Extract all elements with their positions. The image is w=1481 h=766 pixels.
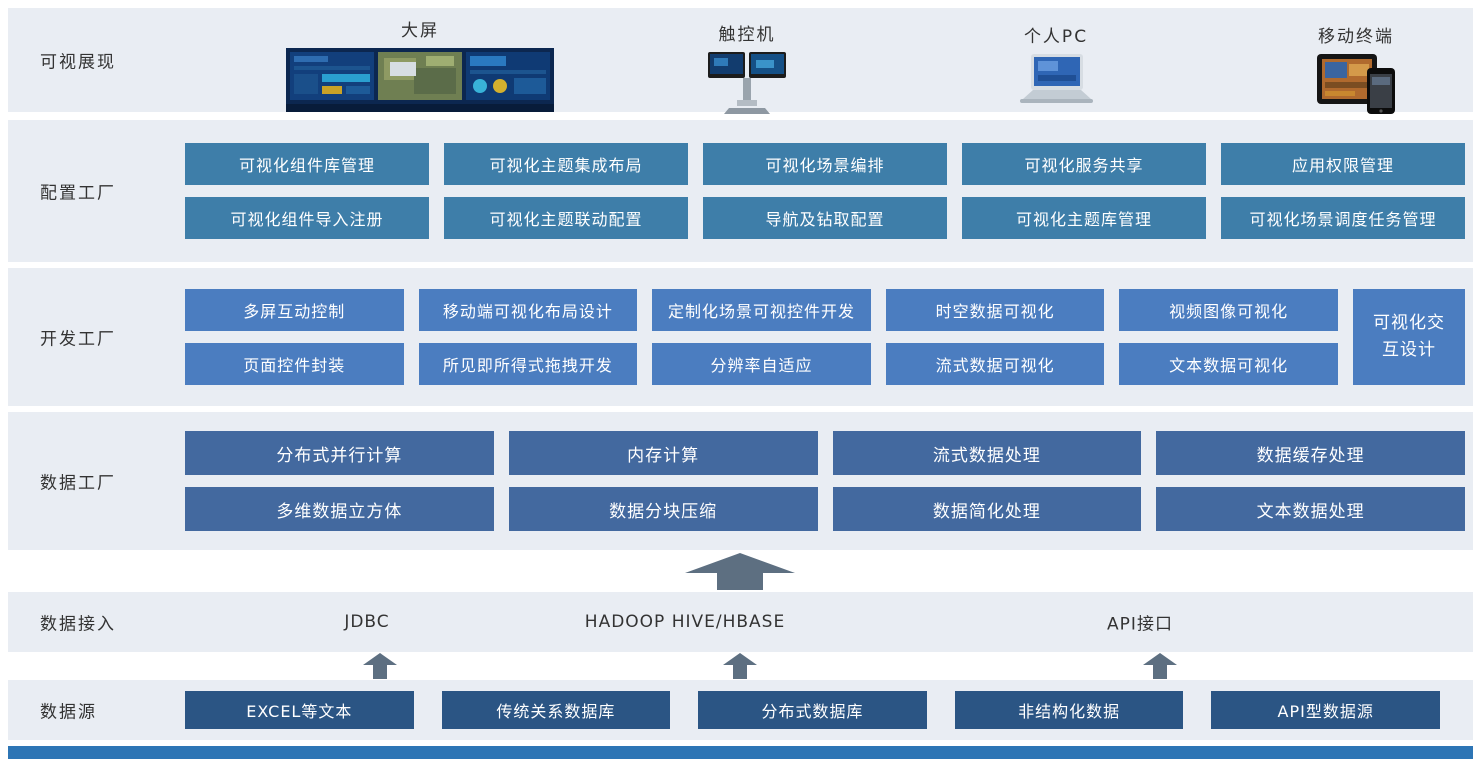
device-touch-kiosk: 触控机 (708, 20, 786, 114)
dev-block: 视频图像可视化 (1119, 289, 1338, 331)
config-block: 可视化主题集成布局 (444, 143, 688, 185)
dev-block: 移动端可视化布局设计 (418, 289, 638, 331)
config-block: 导航及钻取配置 (703, 197, 947, 239)
data-block: 数据分块压缩 (508, 487, 818, 531)
config-rows: 可视化组件库管理可视化主题集成布局可视化场景编排可视化服务共享应用权限管理 可视… (185, 120, 1465, 262)
source-block: 非结构化数据 (954, 691, 1184, 729)
laptop-icon (1020, 54, 1093, 103)
dev-block: 多屏互动控制 (185, 289, 404, 331)
small-arrow-zone (0, 652, 1481, 680)
dev-left-rows: 多屏互动控制移动端可视化布局设计定制化场景可视控件开发时空数据可视化视频图像可视… (185, 289, 1338, 385)
data-source-label: 数据源 (40, 702, 97, 723)
architecture-diagram: 可视展现 大屏 (0, 8, 1481, 759)
device-big-screen: 大屏 (286, 16, 554, 116)
source-block: 分布式数据库 (698, 691, 927, 729)
layer-data-access: 数据接入 JDBC HADOOP HIVE/HBASE API接口 (8, 592, 1473, 652)
tablet-phone-icon (1317, 54, 1395, 114)
config-block: 应用权限管理 (1221, 143, 1465, 185)
device-personal-pc-label: 个人PC (1023, 27, 1089, 47)
source-row: EXCEL等文本传统关系数据库分布式数据库非结构化数据 API型数据源 (185, 691, 1440, 729)
data-block: 多维数据立方体 (185, 487, 494, 531)
dev-block: 页面控件封装 (185, 343, 404, 385)
access-item-hadoop: HADOOP HIVE/HBASE (584, 612, 786, 632)
layer-config-factory: 配置工厂 可视化组件库管理可视化主题集成布局可视化场景编排可视化服务共享应用权限… (8, 120, 1473, 262)
config-block: 可视化服务共享 (962, 143, 1206, 185)
dev-block: 时空数据可视化 (885, 289, 1105, 331)
config-block: 可视化主题库管理 (962, 197, 1206, 239)
config-block: 可视化组件导入注册 (185, 197, 429, 239)
dev-rows: 多屏互动控制移动端可视化布局设计定制化场景可视控件开发时空数据可视化视频图像可视… (185, 268, 1465, 406)
data-access-label: 数据接入 (40, 614, 116, 635)
config-block: 可视化主题联动配置 (444, 197, 688, 239)
device-touch-kiosk-label: 触控机 (718, 25, 776, 45)
config-factory-label: 配置工厂 (40, 183, 116, 204)
data-row-1: 分布式并行计算内存计算流式数据处理数据缓存处理 (185, 431, 1465, 475)
source-block: 传统关系数据库 (441, 691, 671, 729)
data-block: 内存计算 (508, 431, 818, 475)
layer-visual-display: 可视展现 大屏 (8, 8, 1473, 114)
data-block: 数据简化处理 (832, 487, 1142, 531)
data-block: 流式数据处理 (832, 431, 1142, 475)
config-row-2: 可视化组件导入注册可视化主题联动配置导航及钻取配置可视化主题库管理可视化场景调度… (185, 197, 1465, 239)
touch-kiosk-icon (708, 52, 786, 114)
visual-display-label: 可视展现 (40, 52, 116, 73)
data-block: 数据缓存处理 (1156, 431, 1465, 475)
data-block: 分布式并行计算 (185, 431, 494, 475)
config-block: 可视化场景编排 (703, 143, 947, 185)
access-item-api: API接口 (1107, 614, 1173, 635)
data-rows: 分布式并行计算内存计算流式数据处理数据缓存处理 多维数据立方体数据分块压缩数据简… (185, 412, 1465, 550)
dev-block: 所见即所得式拖拽开发 (418, 343, 638, 385)
dev-block-interaction-design: 可视化交互设计 (1353, 289, 1465, 385)
device-mobile-terminal: 移动终端 (1312, 22, 1400, 114)
big-screen-icon (286, 48, 554, 112)
data-block: 文本数据处理 (1156, 487, 1465, 531)
layer-dev-factory: 开发工厂 多屏互动控制移动端可视化布局设计定制化场景可视控件开发时空数据可视化视… (8, 268, 1473, 406)
data-factory-label: 数据工厂 (40, 473, 116, 494)
layer-data-source: 数据源 EXCEL等文本传统关系数据库分布式数据库非结构化数据 API型数据源 (8, 680, 1473, 740)
device-mobile-terminal-label: 移动终端 (1318, 27, 1394, 47)
dev-row-2: 页面控件封装所见即所得式拖拽开发分辨率自适应流式数据可视化文本数据可视化 (185, 343, 1338, 385)
layer-data-factory: 数据工厂 分布式并行计算内存计算流式数据处理数据缓存处理 多维数据立方体数据分块… (8, 412, 1473, 550)
config-block: 可视化场景调度任务管理 (1221, 197, 1465, 239)
up-arrow-icon (1143, 653, 1177, 679)
up-arrow-large-icon (685, 553, 795, 590)
device-personal-pc: 个人PC (1011, 22, 1101, 104)
dev-block: 定制化场景可视控件开发 (652, 289, 871, 331)
dev-block: 流式数据可视化 (885, 343, 1105, 385)
config-block: 可视化组件库管理 (185, 143, 429, 185)
data-row-2: 多维数据立方体数据分块压缩数据简化处理文本数据处理 (185, 487, 1465, 531)
source-block: API型数据源 (1211, 691, 1440, 729)
up-arrow-icon (363, 653, 397, 679)
big-arrow-zone (0, 550, 1481, 592)
access-item-jdbc: JDBC (344, 612, 390, 632)
bottom-accent-bar (8, 746, 1473, 759)
dev-factory-label: 开发工厂 (40, 329, 116, 350)
dev-row-1: 多屏互动控制移动端可视化布局设计定制化场景可视控件开发时空数据可视化视频图像可视… (185, 289, 1338, 331)
config-row-1: 可视化组件库管理可视化主题集成布局可视化场景编排可视化服务共享应用权限管理 (185, 143, 1465, 185)
source-block: EXCEL等文本 (185, 691, 414, 729)
up-arrow-icon (723, 653, 757, 679)
dev-block: 分辨率自适应 (652, 343, 871, 385)
device-big-screen-label: 大屏 (401, 21, 439, 41)
dev-block: 文本数据可视化 (1119, 343, 1338, 385)
